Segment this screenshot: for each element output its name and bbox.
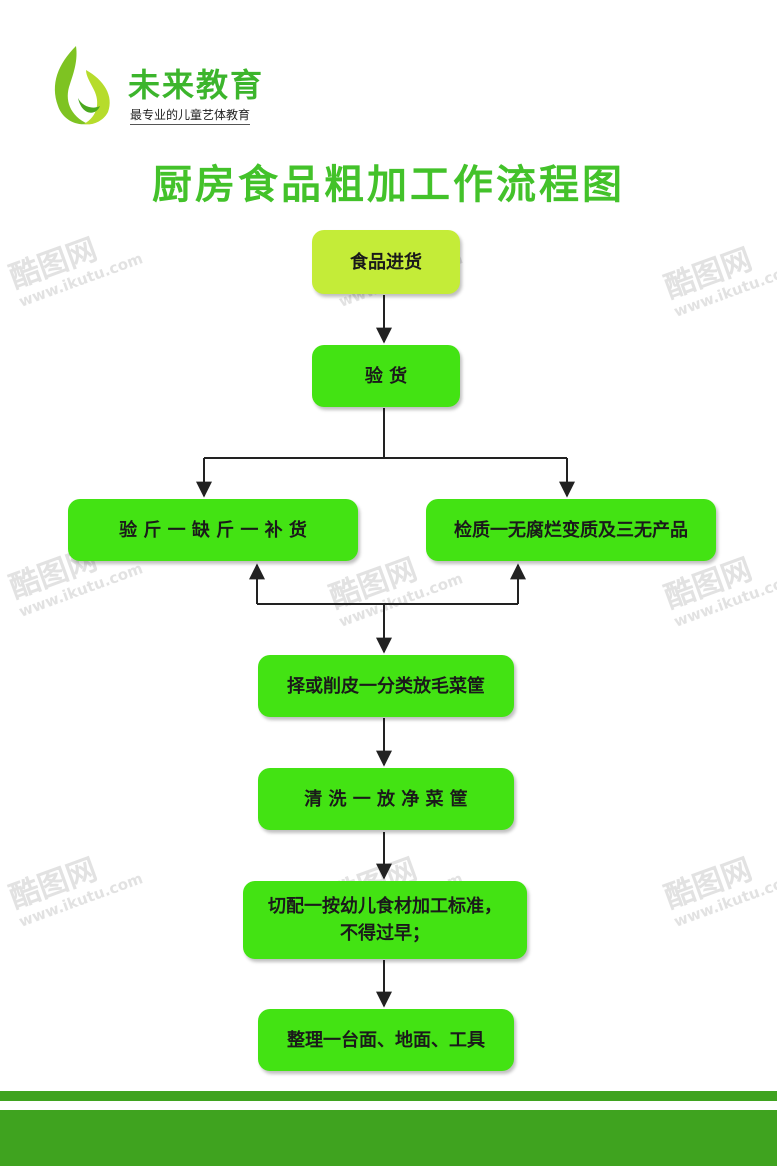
node-cut: 切配一按幼儿食材加工标准， 不得过早；: [243, 881, 527, 959]
node-cut-line2: 不得过早；: [340, 923, 430, 944]
footer-stripe: [0, 1091, 777, 1101]
node-inspect: 验 货: [312, 345, 460, 407]
node-receive: 食品进货: [312, 230, 460, 294]
node-tidy: 整理一台面、地面、工具: [258, 1009, 514, 1071]
node-weigh: 验 斤 一 缺 斤 一 补 货: [68, 499, 358, 561]
footer-band: [0, 1110, 777, 1166]
node-sort: 择或削皮一分类放毛菜筐: [258, 655, 514, 717]
node-quality: 检质一无腐烂变质及三无产品: [426, 499, 716, 561]
flame-logo-icon: [54, 46, 110, 125]
page-title: 厨房食品粗加工作流程图: [152, 162, 625, 208]
brand-tagline: 最专业的儿童艺体教育: [130, 106, 251, 125]
node-wash: 清 洗 一 放 净 菜 筐: [258, 768, 514, 830]
logo: 未来教育 最专业的儿童艺体教育: [48, 44, 288, 128]
brand-name: 未来教育: [128, 66, 265, 104]
node-cut-line1: 切配一按幼儿食材加工标准，: [268, 896, 502, 917]
